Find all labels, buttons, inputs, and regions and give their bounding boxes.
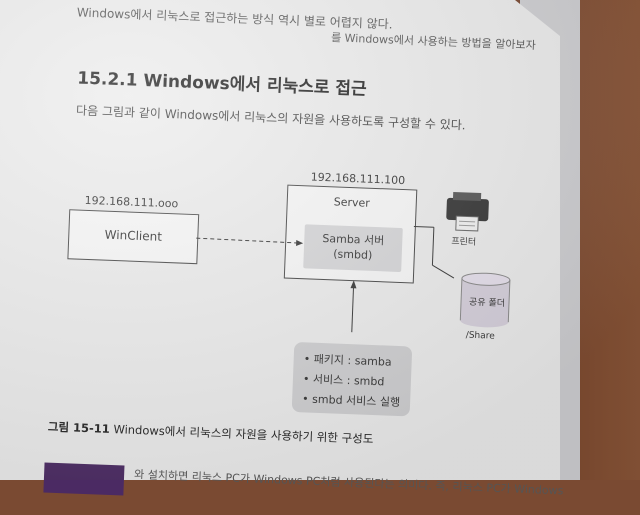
info-item-service: • 서비스 : smbd xyxy=(302,372,385,389)
printer-connector-line xyxy=(413,225,434,228)
page-content: Windows에서 리눅스로 접근하는 방식 역시 별로 어렵지 않다. 를 W… xyxy=(43,5,564,497)
arrow-head-up xyxy=(350,280,357,289)
purple-label-block xyxy=(43,462,125,496)
info-item-run: • smbd 서비스 실행 xyxy=(301,392,401,410)
arrow-head-right xyxy=(296,239,304,246)
info-box: • 패키지 : samba • 서비스 : smbd • smbd 서비스 실행 xyxy=(291,341,413,417)
dashed-connection-line xyxy=(196,237,302,244)
printer-icon xyxy=(446,191,489,232)
share-folder-label: 공유 폴더 xyxy=(468,297,506,310)
share-connector-line-2 xyxy=(432,264,455,279)
info-connector-line xyxy=(351,284,355,333)
info-item-package: • 패키지 : samba xyxy=(303,352,392,369)
diagram-connectors xyxy=(196,191,511,333)
share-connector-line xyxy=(431,227,435,266)
share-folder-icon xyxy=(459,272,511,328)
printer-label: 프린터 xyxy=(451,236,477,248)
figure-number: 그림 15-11 xyxy=(47,419,111,436)
photo-scene: Windows에서 리눅스로 접근하는 방식 역시 별로 어렵지 않다. 를 W… xyxy=(0,0,640,497)
share-path-label: /Share xyxy=(465,330,495,342)
